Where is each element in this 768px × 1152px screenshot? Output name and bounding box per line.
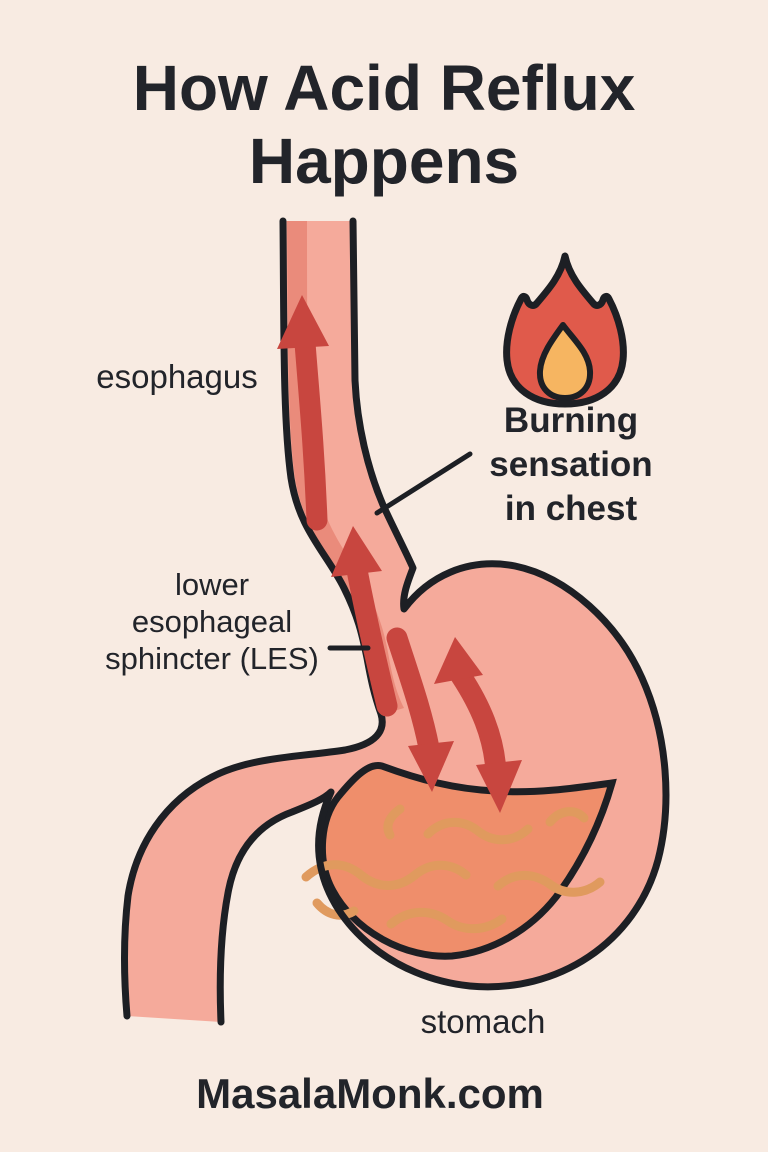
burning-label-line1: Burning bbox=[503, 401, 639, 440]
digestive-tract bbox=[121, 217, 670, 1026]
les-label-line2: esophageal bbox=[131, 604, 293, 639]
stomach-label: stomach bbox=[420, 1003, 546, 1040]
reflux-arrow-down bbox=[386, 627, 440, 759]
acid-wave bbox=[493, 870, 605, 897]
reflux-arrow-up-les bbox=[346, 559, 398, 717]
reflux-arrowhead-up bbox=[277, 295, 329, 349]
burning-label-line3: in chest bbox=[504, 489, 638, 528]
les-label-line1: lower bbox=[174, 567, 250, 602]
les-label: lower esophageal sphincter (LES) bbox=[105, 566, 319, 677]
reflux-arrowhead-down bbox=[408, 741, 454, 792]
reflux-arrowhead-down bbox=[476, 760, 522, 813]
reflux-arrows bbox=[277, 295, 522, 813]
burning-leader-line bbox=[374, 451, 473, 516]
acid-wave bbox=[312, 898, 359, 920]
acid-waves bbox=[301, 804, 605, 934]
reflux-arrow-up-esophagus bbox=[294, 332, 328, 531]
acid-wave bbox=[545, 807, 589, 827]
les-label-line3: sphincter (LES) bbox=[105, 641, 319, 676]
acid-wave bbox=[386, 907, 507, 934]
reflux-arrowhead-up bbox=[434, 637, 483, 684]
leader-lines bbox=[327, 451, 473, 651]
flame-inner-shape bbox=[536, 322, 594, 401]
acid-wave bbox=[383, 804, 405, 840]
reflux-arrow-double bbox=[450, 665, 507, 783]
reflux-arrowhead-up bbox=[331, 526, 382, 577]
tract-outline-right bbox=[216, 217, 670, 1026]
acid-wave bbox=[423, 817, 533, 845]
burning-sensation-label: Burning sensation in chest bbox=[489, 399, 652, 531]
poster-title-line2: Happens bbox=[248, 125, 520, 197]
poster-title-line1: How Acid Reflux bbox=[132, 52, 636, 124]
burning-label-line2: sensation bbox=[489, 445, 653, 484]
site-footer: MasalaMonk.com bbox=[196, 1070, 544, 1117]
poster-title: How Acid Reflux Happens bbox=[133, 52, 636, 198]
esophagus-label: esophagus bbox=[96, 358, 258, 395]
flame-icon bbox=[503, 252, 627, 408]
acid-wave bbox=[301, 860, 471, 890]
